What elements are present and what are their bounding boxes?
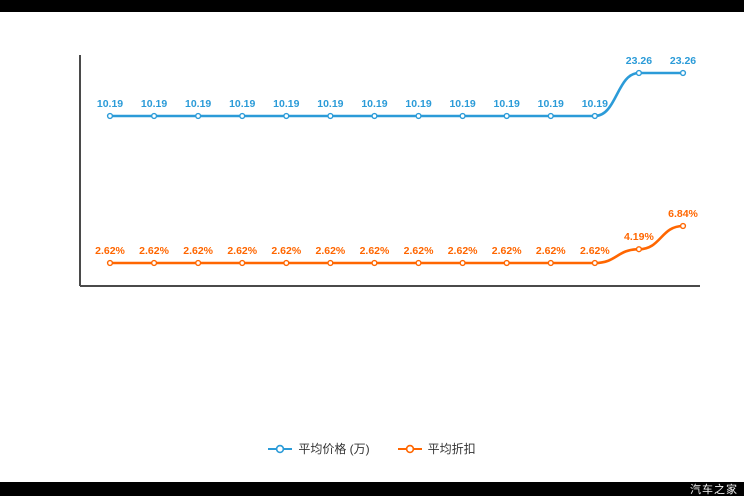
data-point	[635, 69, 643, 77]
chart-svg: 10.19 10.19 10.19 10.19 10.19 10.19 10.19 10.19…	[79, 55, 700, 287]
data-point	[459, 112, 466, 120]
point-label: 10.19	[405, 98, 431, 110]
bottom-watermark-bar: 汽车之家	[0, 482, 744, 496]
data-point	[547, 259, 554, 267]
point-label: 2.62%	[536, 245, 566, 257]
data-point	[327, 259, 334, 267]
data-point	[195, 259, 202, 267]
point-label: 23.26	[626, 55, 652, 67]
legend-marker-discount-icon	[397, 443, 422, 455]
data-point	[635, 246, 643, 253]
data-point	[106, 112, 114, 120]
legend-label-avg-price: 平均价格 (万)	[298, 442, 370, 456]
point-label: 2.62%	[448, 245, 478, 257]
point-label: 10.19	[449, 98, 475, 110]
data-point	[150, 112, 158, 120]
data-point	[547, 112, 554, 120]
top-letterbox-bar	[0, 0, 744, 12]
point-label: 4.19%	[624, 231, 654, 243]
data-point	[327, 112, 334, 120]
legend-item-avg-price[interactable]: 平均价格 (万)	[268, 440, 370, 457]
point-label: 2.62%	[315, 245, 345, 257]
data-point	[283, 112, 290, 120]
data-point	[195, 112, 202, 120]
data-point	[679, 222, 687, 230]
data-point	[503, 259, 510, 267]
watermark-text: 汽车之家	[690, 484, 738, 496]
line-chart: 10.19 10.19 10.19 10.19 10.19 10.19 10.19 10.19…	[0, 12, 744, 482]
data-point	[591, 259, 598, 267]
point-label: 2.62%	[360, 245, 390, 257]
data-point	[150, 259, 158, 267]
data-point	[283, 259, 290, 267]
point-label: 10.19	[229, 98, 255, 110]
point-label: 10.19	[582, 98, 608, 110]
point-label: 23.26	[670, 55, 696, 67]
data-point	[371, 112, 378, 120]
data-point	[679, 69, 687, 77]
point-label: 2.62%	[580, 245, 610, 257]
series-layer: 10.19 10.19 10.19 10.19 10.19 10.19 10.19 10.19…	[95, 55, 699, 267]
data-point	[371, 259, 378, 267]
data-point	[415, 259, 422, 267]
legend-marker-price-icon	[268, 443, 293, 455]
point-label: 2.62%	[95, 245, 125, 257]
point-label: 10.19	[185, 98, 211, 110]
point-label: 2.62%	[139, 245, 169, 257]
point-label: 10.19	[494, 98, 520, 110]
point-label: 2.62%	[404, 245, 434, 257]
point-label: 6.84%	[668, 208, 698, 220]
data-point	[503, 112, 510, 120]
point-label: 10.19	[97, 98, 123, 110]
point-label: 10.19	[273, 98, 299, 110]
legend-item-avg-discount[interactable]: 平均折扣	[397, 440, 476, 457]
legend-label-avg-discount: 平均折扣	[427, 442, 476, 456]
data-point	[415, 112, 422, 120]
data-point	[239, 259, 246, 267]
data-point	[239, 112, 246, 120]
point-label: 2.62%	[271, 245, 301, 257]
data-point	[591, 112, 598, 120]
point-label: 2.62%	[183, 245, 213, 257]
point-label: 10.19	[317, 98, 343, 110]
point-label: 10.19	[538, 98, 564, 110]
point-label: 2.62%	[492, 245, 522, 257]
point-label: 2.62%	[227, 245, 257, 257]
data-point	[459, 259, 466, 267]
chart-legend: 平均价格 (万) 平均折扣	[0, 440, 744, 457]
data-point	[106, 259, 114, 267]
point-label: 10.19	[361, 98, 387, 110]
point-label: 10.19	[141, 98, 167, 110]
